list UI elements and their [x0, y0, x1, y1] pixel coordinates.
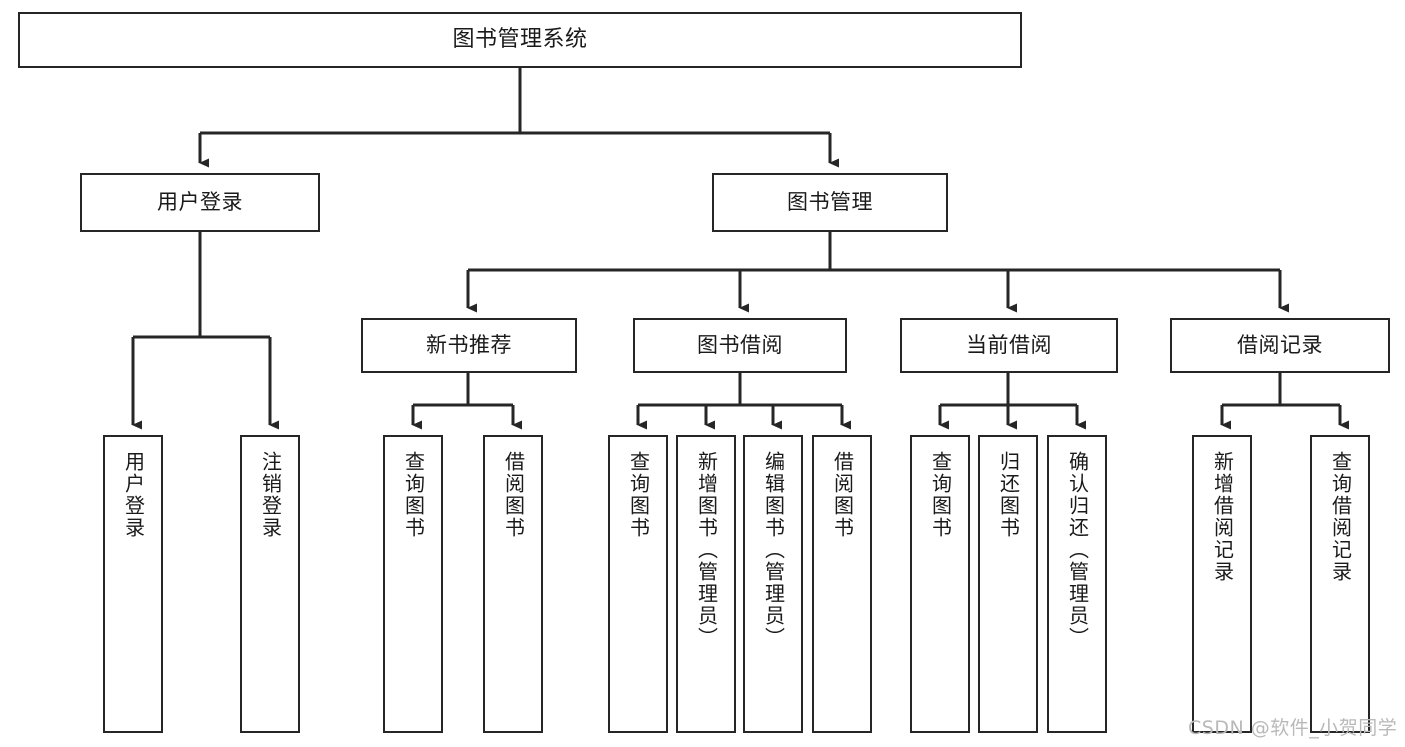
leaf-query-book-new[interactable]: 查询图书	[383, 435, 443, 733]
node-user-login[interactable]: 用户登录	[80, 173, 320, 232]
leaf-confirm-return-admin-label: 确认归还（管理员）	[1065, 451, 1090, 649]
leaf-user-login-label: 用户登录	[121, 451, 146, 539]
leaf-borrow-book-label: 借阅图书	[830, 451, 855, 539]
leaf-query-book-new-label: 查询图书	[401, 451, 426, 539]
leaf-borrow-book-new[interactable]: 借阅图书	[483, 435, 543, 733]
node-new-book-recommend[interactable]: 新书推荐	[361, 318, 577, 373]
leaf-query-borrow-record[interactable]: 查询借阅记录	[1310, 435, 1370, 733]
leaf-add-borrow-record-label: 新增借阅记录	[1210, 451, 1235, 583]
node-book-management[interactable]: 图书管理	[712, 173, 948, 232]
leaf-add-borrow-record[interactable]: 新增借阅记录	[1192, 435, 1252, 733]
leaf-edit-book-admin-label: 编辑图书（管理员）	[761, 451, 786, 649]
node-borrow-record[interactable]: 借阅记录	[1170, 318, 1390, 373]
node-root-label: 图书管理系统	[452, 26, 588, 52]
leaf-add-book-admin-label: 新增图书（管理员）	[694, 451, 719, 649]
leaf-borrow-book[interactable]: 借阅图书	[812, 435, 872, 733]
leaf-return-book-label: 归还图书	[996, 451, 1021, 539]
leaf-return-book[interactable]: 归还图书	[978, 435, 1038, 733]
leaf-query-borrow-record-label: 查询借阅记录	[1328, 451, 1353, 583]
leaf-user-login[interactable]: 用户登录	[103, 435, 163, 733]
node-current-borrow-label: 当前借阅	[966, 332, 1052, 357]
leaf-confirm-return-admin[interactable]: 确认归还（管理员）	[1047, 435, 1107, 733]
node-new-book-recommend-label: 新书推荐	[426, 332, 512, 357]
leaf-query-book-current-label: 查询图书	[928, 451, 953, 539]
node-user-login-label: 用户登录	[157, 189, 243, 214]
node-borrow-record-label: 借阅记录	[1237, 332, 1323, 357]
leaf-logout[interactable]: 注销登录	[240, 435, 300, 733]
node-book-borrow-label: 图书借阅	[697, 332, 783, 357]
node-book-borrow[interactable]: 图书借阅	[633, 318, 847, 373]
leaf-add-book-admin[interactable]: 新增图书（管理员）	[676, 435, 736, 733]
leaf-query-book-borrow[interactable]: 查询图书	[608, 435, 668, 733]
node-current-borrow[interactable]: 当前借阅	[900, 318, 1118, 373]
leaf-query-book-borrow-label: 查询图书	[626, 451, 651, 539]
leaf-query-book-current[interactable]: 查询图书	[910, 435, 970, 733]
csdn-watermark: CSDN @软件_小贺同学	[1188, 717, 1398, 739]
leaf-logout-label: 注销登录	[258, 451, 283, 539]
leaf-edit-book-admin[interactable]: 编辑图书（管理员）	[743, 435, 803, 733]
leaf-borrow-book-new-label: 借阅图书	[501, 451, 526, 539]
node-book-management-label: 图书管理	[787, 189, 873, 214]
node-root-system[interactable]: 图书管理系统	[18, 12, 1022, 68]
